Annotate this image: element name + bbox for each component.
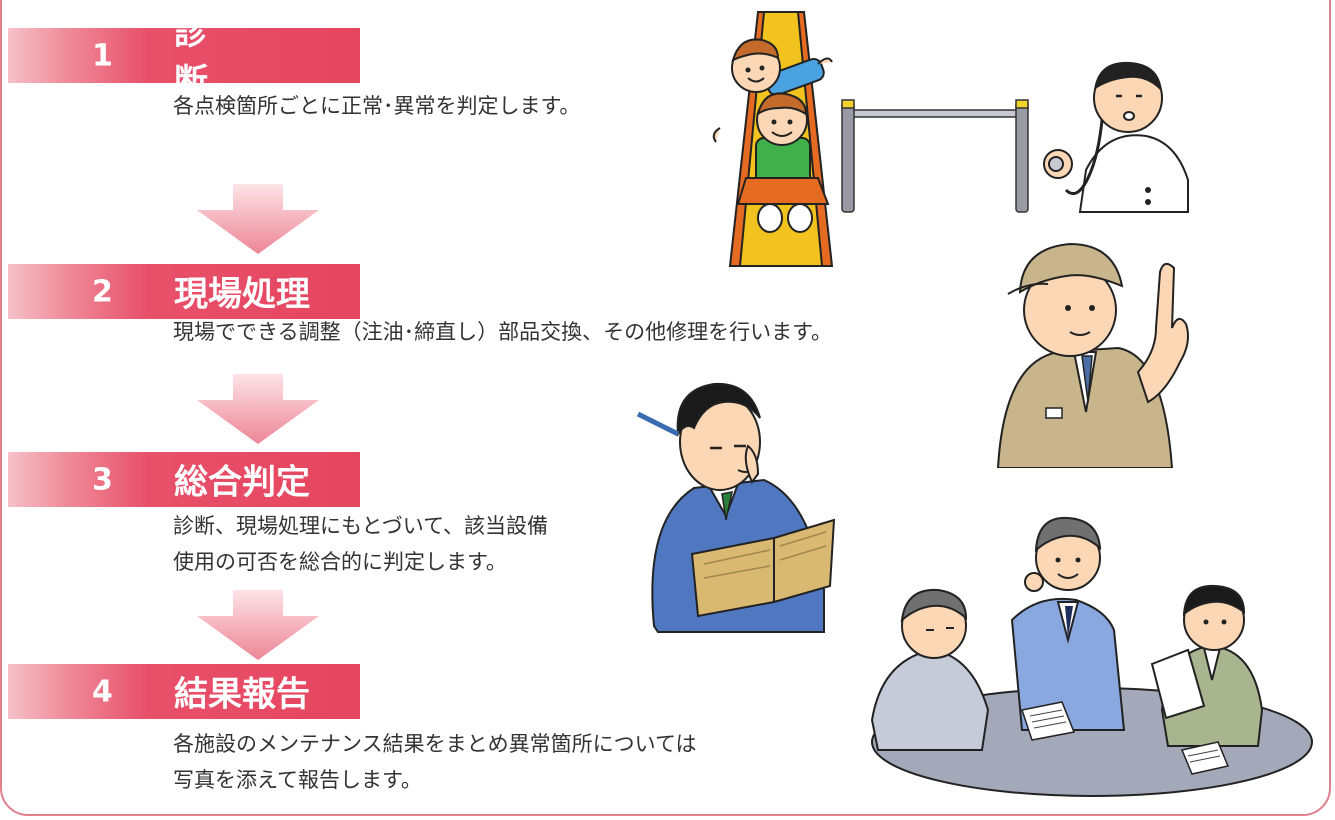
down-arrow-icon bbox=[197, 184, 319, 254]
step-number: 4 bbox=[92, 674, 113, 709]
worker-pointing-illustration bbox=[996, 242, 1189, 468]
step-1-header: 1 診断 bbox=[8, 13, 360, 102]
step-number: 1 bbox=[92, 38, 113, 73]
meeting-illustration bbox=[870, 516, 1313, 797]
step-3-header: 3 総合判定 bbox=[8, 452, 360, 507]
down-arrow-icon bbox=[197, 374, 319, 444]
step-title: 診断 bbox=[174, 12, 282, 102]
description-line: 写真を添えて報告します。 bbox=[173, 768, 422, 792]
step-4-header: 4 結果報告 bbox=[8, 664, 360, 719]
description-line: 現場でできる調整（注油･締直し）部品交換、その他修理を行います。 bbox=[173, 320, 832, 344]
step-title: 総合判定 bbox=[174, 462, 310, 503]
step-2-header: 2 現場処理 bbox=[8, 264, 360, 319]
step-4-description: 各施設のメンテナンス結果をまとめ異常箇所については 写真を添えて報告します。 bbox=[173, 726, 697, 798]
description-line: 各施設のメンテナンス結果をまとめ異常箇所については bbox=[173, 732, 697, 756]
step-1-description: 各点検箇所ごとに正常･異常を判定します。 bbox=[173, 88, 580, 124]
down-arrow-icon bbox=[197, 590, 319, 660]
horizontal-bar-illustration bbox=[841, 99, 1029, 213]
step-title: 結果報告 bbox=[174, 674, 310, 715]
step-number: 2 bbox=[92, 274, 113, 309]
description-line: 各点検箇所ごとに正常･異常を判定します。 bbox=[173, 94, 581, 118]
man-reading-book-illustration bbox=[636, 382, 836, 633]
step-title: 現場処理 bbox=[174, 274, 310, 315]
step-3-description: 診断、現場処理にもとづいて、該当設備 使用の可否を総合的に判定します。 bbox=[173, 508, 548, 580]
children-on-slide-illustration bbox=[712, 11, 834, 267]
step-number: 3 bbox=[92, 462, 113, 497]
description-line: 使用の可否を総合的に判定します。 bbox=[173, 550, 507, 574]
step-2-description: 現場でできる調整（注油･締直し）部品交換、その他修理を行います。 bbox=[173, 314, 832, 350]
description-line: 診断、現場処理にもとづいて、該当設備 bbox=[173, 514, 549, 538]
doctor-with-stethoscope-illustration bbox=[1043, 61, 1189, 213]
